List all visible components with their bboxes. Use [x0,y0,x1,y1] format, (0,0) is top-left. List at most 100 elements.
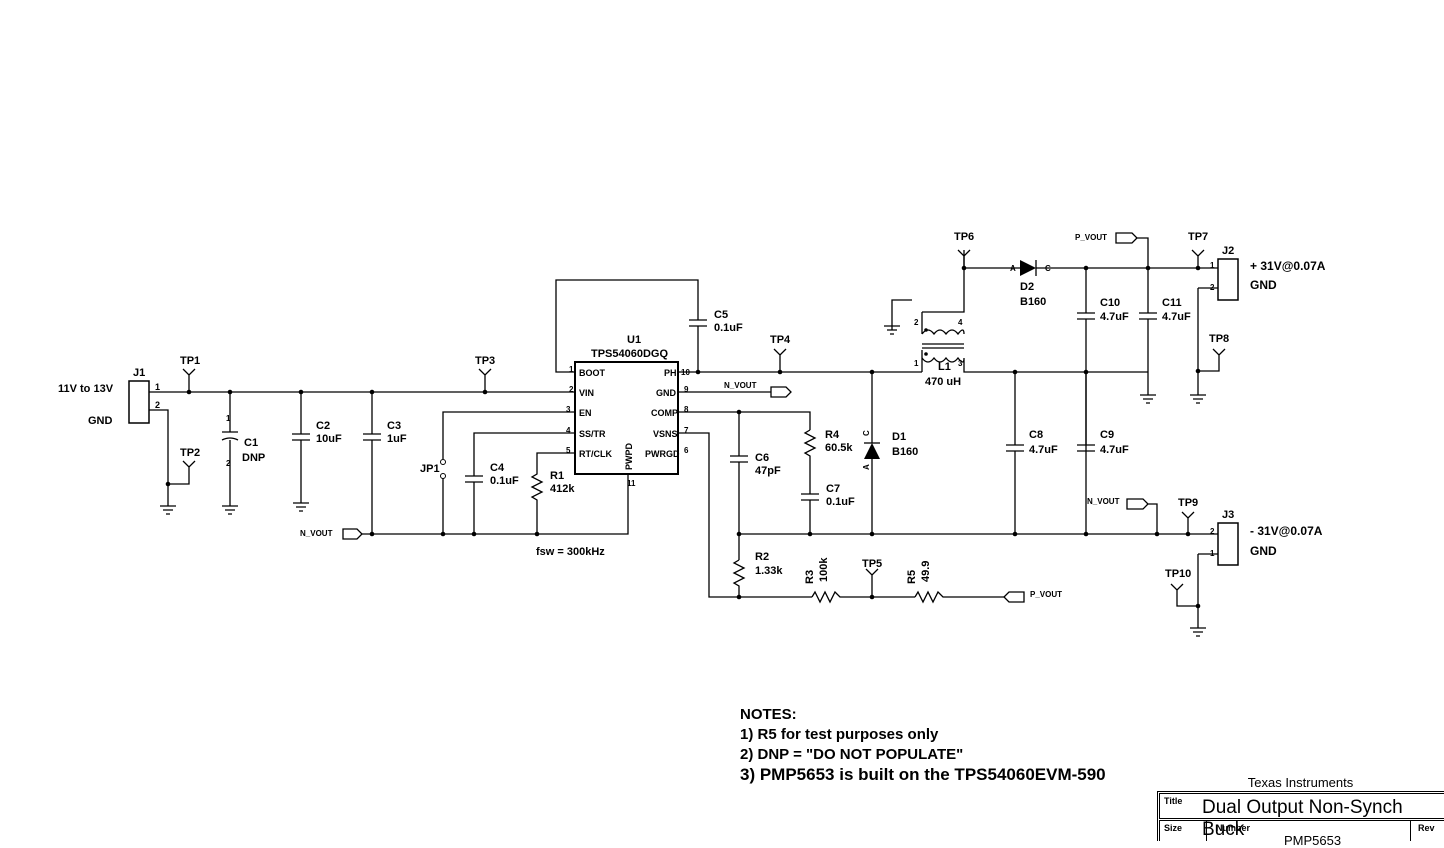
note-item: 1) R5 for test purposes only [740,726,939,743]
svg-text:BOOT: BOOT [579,368,606,378]
capacitor-c3: C3 1uF [363,392,407,534]
capacitor-c4: C4 0.1uF [465,432,575,534]
inductor-l1: 2 4 1 3 L1 470 uH [884,250,1148,388]
net-p-vout-r5: P_VOUT [1003,590,1062,603]
svg-text:PWRGD: PWRGD [645,449,680,459]
diode-d2: A C D2 B160 [964,260,1198,308]
svg-text:2: 2 [1210,283,1215,292]
title-block-row: Size Number PMP5653 Rev [1159,820,1444,848]
fsw-label: fsw = 300kHz [536,546,605,558]
svg-text:A: A [862,464,871,470]
test-point-tp6: TP6 [954,231,974,268]
svg-text:9: 9 [684,385,689,394]
svg-text:2: 2 [155,400,160,410]
svg-text:TP2: TP2 [180,447,200,459]
svg-text:C9: C9 [1100,429,1114,441]
svg-text:60.5k: 60.5k [825,442,853,454]
svg-text:TP7: TP7 [1188,231,1208,243]
svg-text:J2: J2 [1222,245,1234,257]
resistor-r4: R4 60.5k [803,429,853,494]
svg-text:GND: GND [1250,278,1277,292]
svg-text:TP4: TP4 [770,334,791,346]
test-point-tp3: TP3 [475,355,495,392]
note-item: 2) DNP = "DO NOT POPULATE" [740,746,964,763]
svg-text:U1: U1 [627,334,641,346]
svg-text:R1: R1 [550,470,564,482]
test-point-tp1: TP1 [180,355,200,392]
junction-dots [165,265,1201,609]
capacitor-c2: C2 10uF [292,392,342,512]
notes-heading: NOTES: [740,706,797,723]
ic-u1: U1 TPS54060DGQ BOOT VIN EN SS/TR RT/CLK … [566,334,690,488]
svg-text:N_VOUT: N_VOUT [300,529,333,538]
company-name: Texas Instruments [1247,775,1354,790]
svg-text:C: C [1045,264,1051,273]
input-gnd-label: GND [88,415,113,427]
svg-text:N_VOUT: N_VOUT [1087,497,1120,506]
net-n-vout-left: N_VOUT [300,528,363,540]
svg-text:6: 6 [684,446,689,455]
svg-text:B160: B160 [1020,296,1046,308]
svg-text:PH: PH [664,368,677,378]
title-label: Title [1164,796,1183,806]
svg-text:2: 2 [1210,527,1215,536]
capacitor-c5: C5 0.1uF [689,309,743,372]
net-n-vout-gnd: N_VOUT [678,381,792,398]
svg-text:100k: 100k [818,557,830,582]
svg-text:C8: C8 [1029,429,1043,441]
divider [1206,821,1207,841]
svg-text:R5: R5 [906,570,918,584]
note-item: 3) PMP5653 is built on the TPS54060EVM-5… [740,765,1106,784]
divider [1410,821,1411,841]
svg-text:B160: B160 [892,446,918,458]
capacitor-c8: C8 4.7uF [1006,372,1058,534]
svg-text:P_VOUT: P_VOUT [1030,590,1062,599]
rev-label: Rev [1418,823,1435,833]
drawing-number: PMP5653 [1284,833,1342,848]
svg-text:TP3: TP3 [475,355,495,367]
svg-text:C7: C7 [826,483,840,495]
svg-text:TP6: TP6 [954,231,974,243]
resistor-r3: R3 100k [804,557,915,604]
svg-text:L1: L1 [938,361,951,373]
net-p-vout-top: P_VOUT [1075,232,1149,268]
svg-text:VSNS: VSNS [653,429,678,439]
svg-text:D2: D2 [1020,281,1034,293]
svg-text:1: 1 [1210,549,1215,558]
svg-text:0.1uF: 0.1uF [490,475,519,487]
ground-symbol [160,484,176,515]
svg-text:1: 1 [226,414,231,423]
svg-text:1uF: 1uF [387,433,407,445]
svg-text:VIN: VIN [579,388,594,398]
svg-text:4: 4 [566,426,571,435]
svg-text:C10: C10 [1100,297,1120,309]
svg-text:TPS54060DGQ: TPS54060DGQ [591,348,668,360]
title-cell: Title Dual Output Non-Synch Buck [1159,793,1444,840]
svg-text:C: C [862,430,871,436]
svg-text:1: 1 [569,365,574,374]
title-block: Texas Instruments Title Dual Output Non-… [1157,775,1444,848]
svg-text:2: 2 [226,459,231,468]
number-label: Number [1216,823,1251,833]
svg-text:4.7uF: 4.7uF [1162,311,1191,323]
resistor-r5: R5 49.9 [906,561,1004,604]
svg-text:C4: C4 [490,462,505,474]
svg-text:C2: C2 [316,420,330,432]
svg-text:TP8: TP8 [1209,333,1229,345]
svg-text:4.7uF: 4.7uF [1029,444,1058,456]
j2-output-label: + 31V@0.07A [1250,259,1326,273]
svg-text:10uF: 10uF [316,433,342,445]
connector-j2: 1 2 J2 + 31V@0.07A GND [1190,245,1326,404]
svg-text:JP1: JP1 [420,463,440,475]
svg-text:COMP: COMP [651,408,678,418]
test-point-tp4: TP4 [770,334,791,372]
svg-text:EN: EN [579,408,592,418]
svg-text:D1: D1 [892,431,906,443]
svg-text:412k: 412k [550,483,575,495]
svg-text:C11: C11 [1162,297,1182,309]
svg-text:N_VOUT: N_VOUT [724,381,757,390]
svg-text:3: 3 [566,405,571,414]
resistor-r2: R2 1.33k [732,551,783,597]
svg-text:P_VOUT: P_VOUT [1075,233,1107,242]
